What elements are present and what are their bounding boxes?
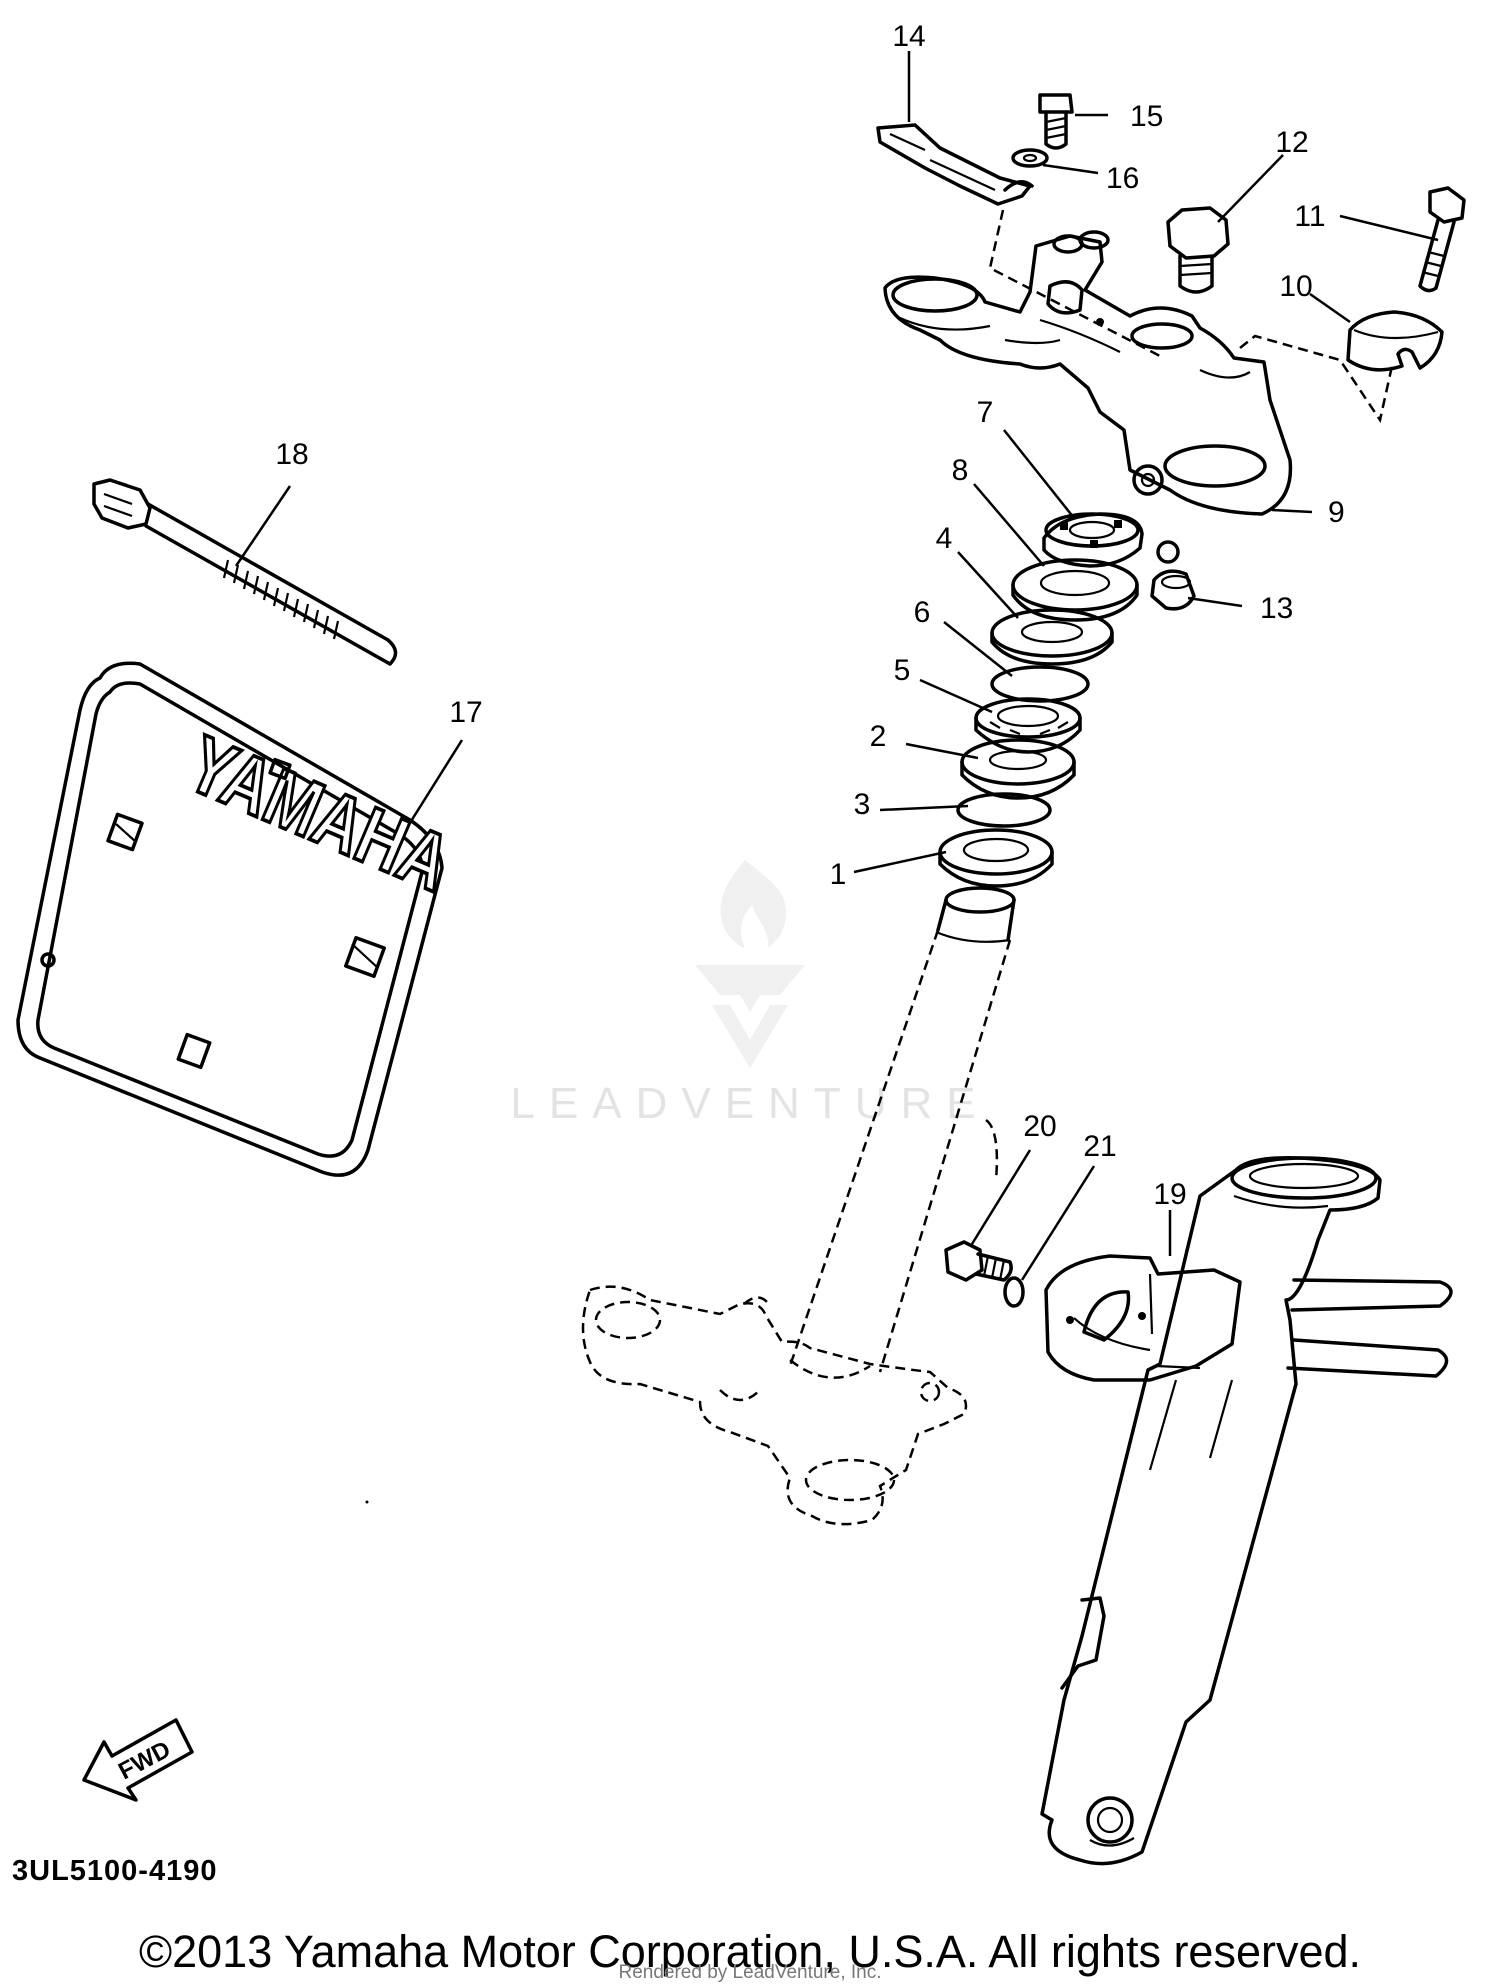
- callout-10: 10: [1279, 270, 1312, 303]
- callout-7: 7: [977, 396, 994, 429]
- stray-dot: [365, 1500, 369, 1504]
- watermark-text: LEADVENTURE: [510, 1079, 989, 1128]
- part-1-dust-seal: [938, 828, 1054, 888]
- callout-1: 1: [830, 858, 847, 891]
- callout-20: 20: [1023, 1110, 1056, 1143]
- callout-4: 4: [936, 522, 953, 555]
- diagram-code: 3UL5100-4190: [12, 1855, 218, 1887]
- callout-15: 15: [1130, 100, 1163, 133]
- steering-stem: [788, 886, 1016, 1373]
- part-19-clamp: [1044, 1254, 1242, 1382]
- callout-13: 13: [1260, 592, 1293, 625]
- dashed-line-14-9: [988, 209, 1161, 358]
- callout-12: 12: [1275, 126, 1308, 159]
- part-17-number-plate: YAMAHA: [16, 661, 465, 1177]
- callouts: 14 15 16 12 11 10 9 7 8 4 6 5 2 3 1 13 1…: [275, 20, 1344, 1211]
- part-10-clamp-cap: [1346, 310, 1444, 372]
- callout-21: 21: [1083, 1130, 1116, 1163]
- rendered-by-notice: Rendered by LeadVenture, Inc.: [618, 1962, 882, 1983]
- part-3-bearing: [956, 792, 1052, 828]
- part-7-ring-nut: [1042, 512, 1144, 568]
- callout-5: 5: [894, 654, 911, 687]
- watermark-logo: [695, 860, 805, 1068]
- callout-19: 19: [1153, 1178, 1186, 1211]
- under-bracket: [581, 1285, 968, 1526]
- dashed-line-10-9: [1239, 334, 1394, 424]
- callout-9: 9: [1328, 496, 1345, 529]
- callout-18: 18: [275, 438, 308, 471]
- part-18-cable-tie: [92, 478, 398, 666]
- part-20-bolt: [944, 1240, 1013, 1282]
- callout-6: 6: [914, 596, 931, 629]
- part-12-nut: [1166, 206, 1230, 294]
- part-11-bolt: [1418, 186, 1466, 293]
- copyright-notice: ©2013 Yamaha Motor Corporation, U.S.A. A…: [138, 1926, 1362, 1977]
- callout-8: 8: [952, 454, 969, 487]
- callout-17: 17: [449, 696, 482, 729]
- part-13-cap-nut: [1150, 540, 1196, 611]
- plate-lettering: YAMAHA: [175, 719, 463, 909]
- part-2-race: [960, 738, 1076, 800]
- fwd-arrow-icon: FWD: [82, 1718, 194, 1802]
- part-4-washer: [990, 608, 1114, 666]
- part-16-washer: [1011, 148, 1049, 168]
- callout-11: 11: [1294, 200, 1325, 233]
- part-9-upper-bracket: [883, 230, 1293, 516]
- callout-2: 2: [870, 720, 887, 753]
- part-21-lock-washer: [1003, 1276, 1025, 1308]
- part-15-bolt: [1038, 93, 1074, 150]
- callout-14: 14: [892, 20, 925, 53]
- front-fork-leg: [1040, 1156, 1453, 1866]
- part-14-bracket: [876, 123, 1034, 206]
- callout-3: 3: [854, 788, 871, 821]
- leader-lines: [234, 51, 1439, 1281]
- callout-16: 16: [1106, 162, 1139, 195]
